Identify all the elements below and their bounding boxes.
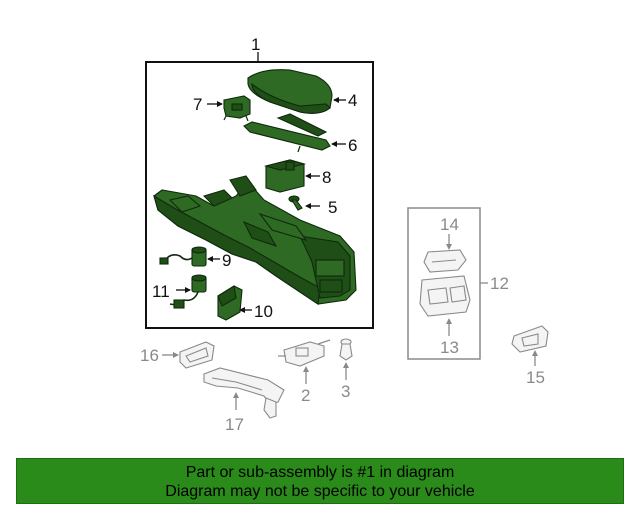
- disclaimer-line-2: Diagram may not be specific to your vehi…: [165, 483, 475, 500]
- callout-11[interactable]: 11: [152, 282, 170, 301]
- part-6-trim-panel[interactable]: [243, 113, 331, 153]
- part-15-bezel[interactable]: [511, 325, 549, 353]
- arrow-8: [305, 173, 311, 179]
- arrow-17: [233, 392, 239, 398]
- callout-5[interactable]: 5: [328, 198, 337, 217]
- arrow-9: [207, 256, 213, 262]
- callout-4[interactable]: 4: [348, 91, 357, 110]
- arrow-2: [303, 366, 309, 372]
- assembly-1-frame: [145, 61, 374, 329]
- arrow-11: [185, 287, 191, 293]
- part-8-storage-insert[interactable]: [263, 159, 307, 193]
- arrow-3: [343, 362, 349, 368]
- callout-3[interactable]: 3: [341, 382, 350, 401]
- arrow-16: [173, 352, 179, 358]
- arrow-6: [331, 141, 337, 147]
- callout-9[interactable]: 9: [222, 251, 231, 270]
- part-13-cup-holder[interactable]: [419, 275, 471, 317]
- callout-6[interactable]: 6: [348, 136, 357, 155]
- part-4-armrest-lid[interactable]: [247, 69, 333, 114]
- part-11-power-outlet[interactable]: [169, 274, 207, 309]
- part-2-bracket[interactable]: [278, 339, 331, 367]
- part-9-power-outlet[interactable]: [159, 246, 207, 267]
- callout-12[interactable]: 12: [490, 274, 509, 293]
- arrow-15: [532, 350, 538, 356]
- callout-15[interactable]: 15: [526, 368, 545, 387]
- part-3-clip[interactable]: [339, 338, 353, 361]
- callout-10[interactable]: 10: [254, 302, 273, 321]
- disclaimer-banner: Part or sub-assembly is #1 in diagram Di…: [16, 458, 624, 504]
- arrow-4: [333, 97, 339, 103]
- callout-8[interactable]: 8: [322, 168, 331, 187]
- callout-17[interactable]: 17: [225, 415, 244, 434]
- part-10-bracket[interactable]: [217, 285, 243, 321]
- callout-14[interactable]: 14: [440, 215, 459, 234]
- arrow-10: [239, 307, 245, 313]
- part-17-duct[interactable]: [203, 367, 285, 419]
- callout-7[interactable]: 7: [193, 95, 202, 114]
- callout-2[interactable]: 2: [301, 386, 310, 405]
- part-1-console-body[interactable]: [153, 175, 357, 305]
- parts-diagram: 1 4 7 6 8 5: [140, 35, 549, 434]
- arrow-14: [446, 244, 452, 250]
- part-16-cover[interactable]: [179, 341, 215, 369]
- callout-1[interactable]: 1: [251, 35, 260, 54]
- callout-16[interactable]: 16: [140, 346, 159, 365]
- part-14-cup-holder-trim[interactable]: [423, 249, 467, 273]
- callout-13[interactable]: 13: [440, 338, 459, 357]
- disclaimer-line-1: Part or sub-assembly is #1 in diagram: [185, 464, 455, 481]
- part-7-latch[interactable]: [223, 95, 251, 122]
- arrow-5: [305, 203, 311, 209]
- part-5-screw[interactable]: [288, 195, 303, 211]
- arrow-7: [217, 101, 223, 107]
- arrow-13: [446, 318, 452, 324]
